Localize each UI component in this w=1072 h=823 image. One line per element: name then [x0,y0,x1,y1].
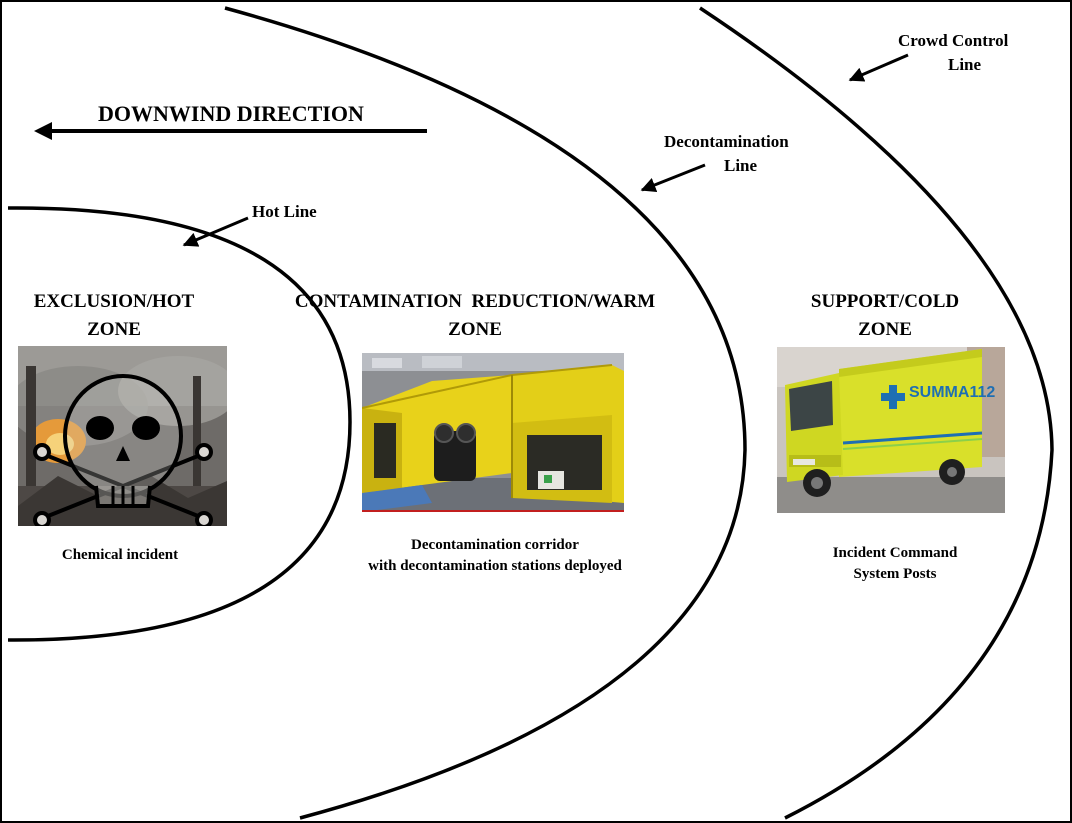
hot-zone-title-line1: EXCLUSION/HOT [33,291,195,312]
chemical-incident-image [18,346,227,526]
crowd-control-line-pointer-arrow [848,53,909,82]
cold-zone-title-line1: SUPPORT/COLD [810,291,960,312]
decontamination-corridor-image [362,353,624,512]
warm-zone-caption-line2: with decontamination stations deployed [368,558,622,574]
hot-zone-title-line2: ZONE [87,318,141,340]
decontamination-line-label-line1: Decontamination [664,132,789,151]
cold-zone-title-line2: ZONE [858,318,912,340]
downwind-direction-label: DOWNWIND DIRECTION [98,101,364,126]
crowd-control-line-curve [699,6,1054,820]
command-vehicle-photo: SUMMA112 [777,347,1005,513]
warm-zone-title-line2: ZONE [448,318,502,340]
decontamination-line-label: Decontamination Line [664,132,834,175]
decontamination-line-curve [224,6,747,820]
warm-zone-caption: Decontamination corridor with decontamin… [300,535,690,577]
crowd-control-line-label-line1: Crowd Control [898,31,1009,50]
cold-zone-caption-line1: Incident Command [832,545,958,561]
crowd-control-line-label: Crowd Control Line [898,31,1048,74]
command-vehicle-image: SUMMA112 [777,347,1005,513]
hot-line-curve [7,206,352,642]
crowd-control-line-label-line2: Line [948,54,982,74]
truck-brand-text: SUMMA112 [909,384,995,401]
star-of-life-icon [881,385,905,409]
hot-zone-title: EXCLUSION/HOT ZONE [14,288,214,343]
hot-zone-caption: Chemical incident [61,547,179,563]
cold-zone-caption: Incident Command System Posts [795,543,995,585]
chemical-incident-photo [18,346,227,526]
hot-line-label: Hot Line [252,202,317,221]
warm-zone-title: CONTAMINATION REDUCTION/WARM ZONE [250,288,700,343]
decontamination-line-label-line2: Line [724,155,758,175]
cold-zone-caption-line2: System Posts [853,566,937,582]
warm-zone-title-line1: CONTAMINATION REDUCTION/WARM [294,291,656,312]
hot-line-pointer-arrow [182,216,249,247]
downwind-arrowhead-icon [34,122,52,140]
cold-zone-title: SUPPORT/COLD ZONE [775,288,995,343]
warm-zone-caption-line1: Decontamination corridor [411,537,579,553]
decontamination-line-pointer-arrow [640,163,706,192]
decontamination-corridor-photo [362,353,624,512]
